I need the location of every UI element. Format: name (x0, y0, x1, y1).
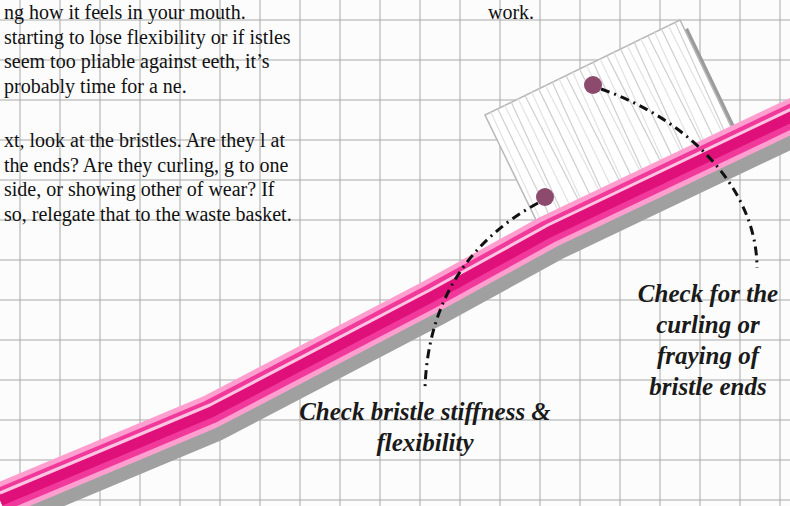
bristle-line (661, 29, 716, 144)
bristle-line (607, 56, 665, 170)
body-text: ng how it feels in your mouth. starting … (4, 0, 296, 98)
callout-text: Check for the curling or fraying of bris… (628, 278, 788, 402)
leader-line (601, 89, 757, 268)
grid-line (0, 260, 790, 261)
bristle-line (668, 26, 726, 141)
callout-dot (536, 188, 554, 206)
grid-line (0, 500, 790, 501)
grid-line (780, 0, 781, 506)
bristle-line (566, 76, 624, 190)
bristle-line (675, 22, 727, 137)
bristle-line (559, 79, 614, 193)
bristle-line (525, 96, 583, 209)
body-text: work. (488, 0, 534, 25)
bristle-line (627, 46, 685, 160)
body-text: xt, look at the bristles. Are they l at … (4, 128, 296, 226)
bristle-line (600, 59, 655, 173)
bristle-line (539, 89, 594, 203)
callout-dot (584, 76, 602, 94)
grid-line (300, 0, 301, 506)
bristle-line (621, 49, 676, 163)
grid-line (340, 0, 341, 506)
callout-text: Check bristle stiffness & flexibility (280, 396, 570, 458)
bristle-line (580, 69, 635, 183)
grid-line (260, 0, 261, 506)
bristle-line (573, 72, 625, 186)
grid-line (740, 0, 741, 506)
bristle-line (545, 86, 603, 200)
bristle-line (505, 106, 563, 219)
leader-line (425, 203, 538, 388)
bristle-line (648, 36, 706, 151)
bristle-line (518, 99, 573, 212)
handle-highlight (0, 105, 790, 493)
